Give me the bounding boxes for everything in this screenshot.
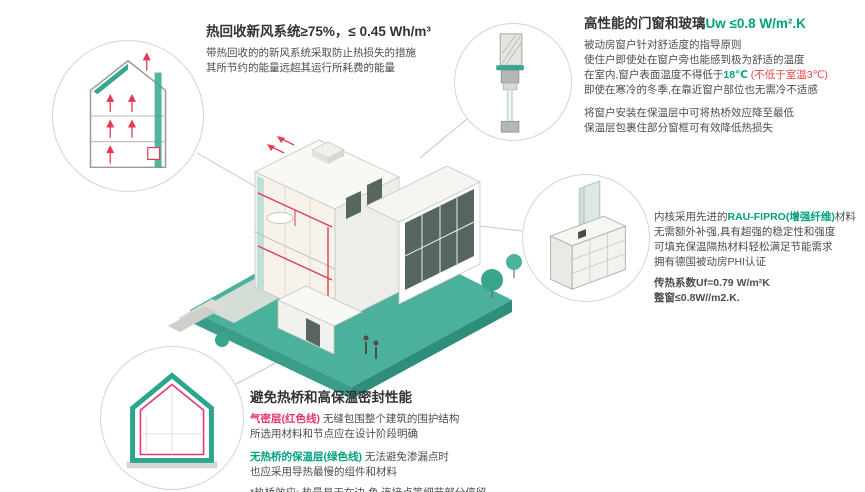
roof-insulation-strip bbox=[93, 63, 128, 95]
temperature-value: 18℃ bbox=[723, 68, 748, 81]
callout-window-profile bbox=[522, 174, 650, 302]
windows-line3: 在室内,窗户表面温度不得低于18℃ (不低于室温3℃) bbox=[584, 68, 828, 81]
ventilation-section-illustration bbox=[89, 52, 167, 169]
window-section-illustration bbox=[496, 33, 524, 133]
insulation-layer-label: 无热桥的保温层(绿色线) bbox=[250, 450, 362, 463]
interior-cutaway bbox=[254, 176, 336, 313]
people-figures bbox=[363, 335, 379, 359]
insulation-text-block: 避免热桥和高保温密封性能 气密层(红色线) 无缝包围整个建筑的围护结构 所选用材… bbox=[250, 386, 562, 492]
profile-line1: 内核采用先进的RAU-FIPRO(增强纤维)材料 bbox=[654, 211, 856, 223]
profile-line4: 拥有德国被动房PHI认证 bbox=[654, 255, 767, 268]
ventilation-body-line2: 其所节约的能量远超其运行所耗费的能量 bbox=[206, 61, 395, 74]
ventilation-text-block: 热回收新风系统≥75%，≤ 0.45 Wh/m³ 带热回收的的新风系统采取防止热… bbox=[206, 20, 496, 76]
window-frame-head bbox=[500, 69, 520, 84]
insulation-title: 避免热桥和高保温密封性能 bbox=[250, 390, 412, 405]
trees bbox=[215, 254, 522, 347]
insulated-house-illustration bbox=[126, 372, 218, 469]
windows-title-main: 高性能的门窗和玻璃 bbox=[584, 16, 706, 31]
windows-title: 高性能的门窗和玻璃Uw ≤0.8 W/m².K bbox=[584, 12, 862, 32]
airflow-arrows bbox=[106, 52, 151, 164]
ventilation-title: 热回收新风系统≥75%，≤ 0.45 Wh/m³ bbox=[206, 24, 431, 39]
insulation-line3: 无热桥的保温层(绿色线) 无法避免渗漏点时 bbox=[250, 450, 449, 463]
glass-wing bbox=[365, 165, 481, 305]
profile-text-block: 内核采用先进的RAU-FIPRO(增强纤维)材料 无需额外补强,具有超强的稳定性… bbox=[654, 210, 865, 305]
callout-insulation bbox=[100, 346, 244, 490]
callout-ventilation bbox=[52, 40, 204, 192]
airtight-red-line bbox=[139, 383, 205, 456]
windows-title-value: Uw ≤0.8 W/m².K bbox=[705, 16, 806, 31]
bathtub bbox=[266, 212, 294, 224]
insulation-line2: 所选用材料和节点应在设计阶段明确 bbox=[250, 427, 418, 440]
uf-value: 传热系数Uf=0.79 W/m²K bbox=[654, 276, 770, 289]
temperature-note: (不低于室温3℃) bbox=[747, 68, 828, 81]
profile-line2: 无需额外补强,具有超强的稳定性和强度 bbox=[654, 225, 836, 238]
window-frame-sill bbox=[500, 120, 520, 133]
gasket bbox=[578, 229, 586, 239]
front-annex bbox=[277, 285, 363, 355]
insulation-line1: 气密层(红色线) 无缝包围整个建筑的围护结构 bbox=[250, 413, 460, 425]
callout-window-detail bbox=[454, 23, 572, 141]
roof-air-arrows bbox=[267, 136, 295, 154]
airtight-layer-label: 气密层(红色线) bbox=[250, 413, 320, 425]
windows-line6: 保温层包裹住部分窗框可有效降低热损失 bbox=[584, 121, 773, 134]
ventilation-body-line1: 带热回收的的新风系统采取防止热损失的措施 bbox=[206, 47, 416, 59]
insulation-wrap bbox=[496, 65, 524, 71]
glass-pane bbox=[506, 89, 509, 122]
profile-line3: 可填充保温隔热材料轻松满足节能需求 bbox=[654, 240, 833, 253]
windows-text-block: 高性能的门窗和玻璃Uw ≤0.8 W/m².K 被动房窗户针对舒适度的指导原则 … bbox=[584, 12, 862, 135]
entry-door bbox=[306, 318, 320, 347]
heat-recovery-unit bbox=[147, 146, 161, 161]
windows-line2: 使住户即使处在窗户旁也能感到极为舒适的温度 bbox=[584, 53, 805, 66]
window-profile-illustration bbox=[549, 180, 627, 290]
insulation-line4: 也应采用导热最慢的组件和材料 bbox=[250, 465, 397, 478]
material-name: RAU-FIPRO(增强纤维) bbox=[727, 211, 835, 223]
thermal-bridge-footnote: *热桥效应: 热量易于在边,角,连接点等细节部分停留 bbox=[250, 486, 562, 492]
windows-line1: 被动房窗户针对舒适度的指导原则 bbox=[584, 39, 742, 51]
windows-line5: 将窗户安装在保温层中可将热桥效应降至最低 bbox=[584, 106, 794, 119]
uw-whole-window-value: 整窗≤0.8W//m2.K. bbox=[654, 291, 740, 304]
windows-line4: 即使在寒冷的冬季,在靠近窗户部位也无需冷不适感 bbox=[584, 83, 818, 96]
ventilation-duct bbox=[154, 72, 162, 168]
